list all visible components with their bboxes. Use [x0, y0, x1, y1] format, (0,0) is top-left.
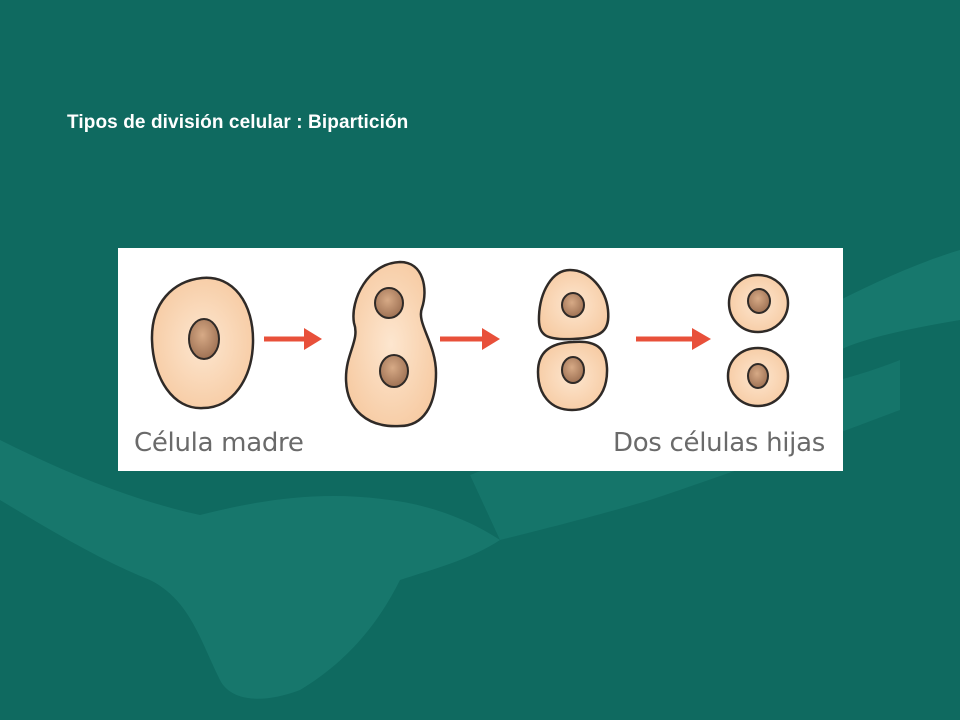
caption-daughter-cells: Dos células hijas — [612, 428, 825, 458]
constricted-cell-top-nucleus — [561, 292, 585, 318]
daughter-cells — [726, 273, 790, 408]
arrow-2 — [440, 328, 500, 350]
constricted-cells — [536, 268, 610, 412]
caption-mother-cell: Célula madre — [134, 428, 304, 458]
slide-title: Tipos de división celular : Bipartición — [67, 112, 409, 133]
mother-cell — [150, 276, 255, 410]
background-sleeve-shape — [840, 250, 960, 350]
daughter-cell-top-nucleus — [747, 288, 771, 314]
constricted-cell-bottom-nucleus — [561, 356, 585, 384]
dividing-cell-nucleus-top — [374, 287, 404, 319]
arrow-3 — [636, 328, 711, 350]
cell-division-diagram: Célula madre Dos células hijas — [118, 248, 843, 471]
dividing-cell — [344, 260, 438, 428]
daughter-cell-bottom-nucleus — [747, 363, 769, 389]
mother-cell-nucleus — [188, 318, 220, 360]
dividing-cell-membrane — [344, 260, 438, 428]
arrow-1 — [264, 328, 322, 350]
background-hand-shape — [0, 440, 500, 699]
dividing-cell-nucleus-bottom — [379, 354, 409, 388]
